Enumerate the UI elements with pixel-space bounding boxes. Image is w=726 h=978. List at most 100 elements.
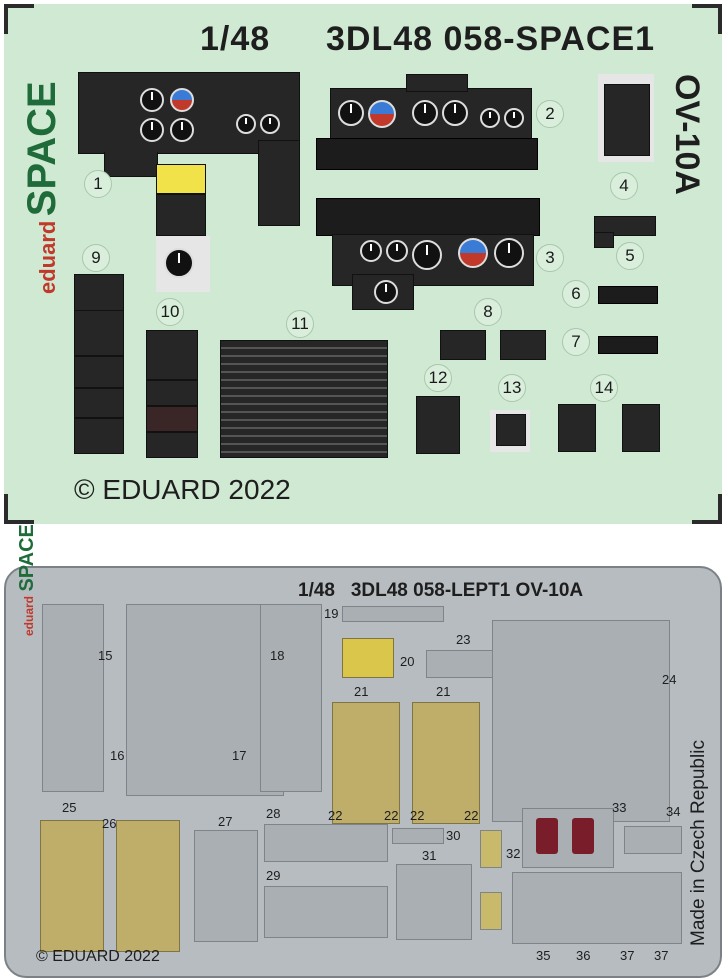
pe-part — [342, 606, 444, 622]
switch-panels-11 — [220, 340, 388, 458]
side-panel-4 — [604, 84, 650, 156]
part-number: 17 — [232, 748, 247, 763]
panel-14 — [558, 404, 596, 452]
panel-10 — [146, 330, 198, 380]
part-number: 11 — [286, 310, 314, 338]
part-number: 16 — [110, 748, 125, 763]
part-number: 26 — [102, 816, 117, 831]
attitude-indicator-icon — [368, 100, 396, 128]
instrument-panel-2-top — [406, 74, 468, 92]
pe-part — [624, 826, 682, 854]
part-number: 35 — [536, 948, 551, 963]
part-number: 36 — [576, 948, 591, 963]
panel-9 — [74, 418, 124, 454]
console-panel — [156, 194, 206, 236]
part-number: 18 — [270, 648, 285, 663]
part-number: 30 — [446, 828, 461, 843]
gauge-icon — [140, 88, 164, 112]
pe-part — [480, 892, 502, 930]
panel-right-leg — [258, 140, 300, 226]
gauge-icon — [504, 108, 524, 128]
corner-mark — [718, 494, 722, 524]
panel-13 — [496, 414, 526, 446]
brand-logo: eduard SPACE — [16, 524, 38, 636]
corner-mark — [4, 494, 8, 524]
part-number: 21 — [354, 684, 369, 699]
part-number: 22 — [384, 808, 399, 823]
corner-mark — [718, 4, 722, 34]
part-number: 5 — [616, 242, 644, 270]
gauge-icon — [412, 100, 438, 126]
seat-harness — [40, 820, 104, 952]
made-in-label: Made in Czech Republic — [688, 740, 709, 946]
panel-10 — [146, 406, 198, 432]
pe-part — [512, 872, 682, 944]
red-lens — [572, 818, 594, 854]
part-number: 6 — [562, 280, 590, 308]
part-number: 37 — [654, 948, 669, 963]
panel-5 — [594, 216, 656, 236]
part-number: 1 — [84, 170, 112, 198]
seat-belt — [332, 702, 400, 824]
console-strip — [316, 198, 540, 236]
brand-logo: eduard SPACE — [20, 81, 64, 294]
panel-12 — [416, 396, 460, 454]
corner-mark — [4, 4, 8, 34]
part-number: 22 — [328, 808, 343, 823]
fret-title: 1/48 3DL48 058-LEPT1 OV-10A — [298, 580, 584, 601]
part-number: 29 — [266, 868, 281, 883]
panel-7 — [598, 336, 658, 354]
panel-9 — [74, 274, 124, 312]
attitude-indicator-icon — [458, 238, 488, 268]
pe-part — [126, 604, 284, 796]
part-number: 37 — [620, 948, 635, 963]
panel-9 — [74, 356, 124, 388]
decal-sheet: 1/48 3DL48 058-SPACE1 OV-10A eduard SPAC… — [4, 4, 722, 524]
panel-10 — [146, 380, 198, 406]
pe-frame — [492, 620, 670, 822]
corner-mark — [4, 520, 34, 524]
part-number: 3 — [536, 244, 564, 272]
gauge-icon — [260, 114, 280, 134]
gauge-icon — [170, 118, 194, 142]
part-number: 22 — [464, 808, 479, 823]
panel-10 — [146, 432, 198, 458]
gauge-icon — [480, 108, 500, 128]
part-number: 2 — [536, 100, 564, 128]
seat-belt — [412, 702, 480, 824]
pe-part — [392, 828, 444, 844]
part-number: 25 — [62, 800, 77, 815]
panel-8 — [440, 330, 486, 360]
attitude-indicator-icon — [170, 88, 194, 112]
panel-9 — [74, 310, 124, 356]
part-number: 9 — [82, 244, 110, 272]
part-number: 31 — [422, 848, 437, 863]
part-number: 21 — [436, 684, 451, 699]
console-strip — [316, 138, 538, 170]
gauge-icon — [236, 114, 256, 134]
part-number: 20 — [400, 654, 415, 669]
gauge-icon — [386, 240, 408, 262]
panel-14 — [622, 404, 660, 452]
corner-mark — [692, 4, 722, 8]
panel-left-leg — [104, 152, 158, 177]
panel-6 — [598, 286, 658, 304]
scale-label: 1/48 — [200, 20, 271, 58]
corner-mark — [692, 520, 722, 524]
panel-8 — [500, 330, 546, 360]
gauge-icon — [494, 238, 524, 268]
pe-part — [42, 604, 104, 792]
part-number: 33 — [612, 800, 627, 815]
panel-9 — [74, 388, 124, 418]
part-number: 23 — [456, 632, 471, 647]
part-number: 15 — [98, 648, 113, 663]
aircraft-label: OV-10A — [668, 74, 706, 195]
pe-buckle — [342, 638, 394, 678]
part-number: 27 — [218, 814, 233, 829]
pe-part — [264, 886, 388, 938]
part-number: 22 — [410, 808, 425, 823]
gauge-icon — [360, 240, 382, 262]
part-number: 24 — [662, 672, 677, 687]
copyright: © EDUARD 2022 — [74, 474, 291, 505]
part-number: 4 — [610, 172, 638, 200]
